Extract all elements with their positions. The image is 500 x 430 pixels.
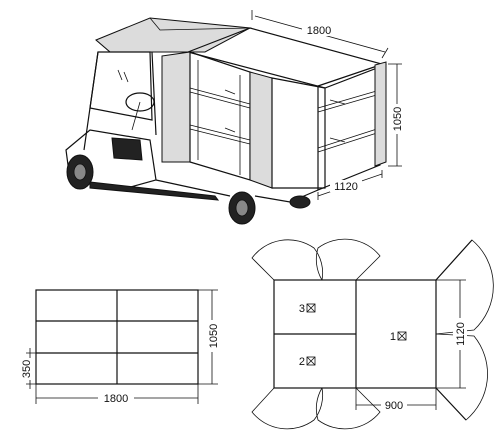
compartment-2: 2 <box>299 356 316 368</box>
iso-length-dimension: 1800 <box>307 25 331 37</box>
door-swing-top-middle <box>315 238 381 281</box>
door-swing-right-top <box>435 239 494 335</box>
cargo-box-middle-door <box>249 71 273 189</box>
cargo-box-front <box>189 51 251 181</box>
compartment-1-label: 1 <box>390 331 396 343</box>
front-height-dimension: 1050 <box>208 324 220 348</box>
compartment-2-box-icon <box>306 356 316 366</box>
cargo-box-rear <box>271 77 326 189</box>
door-swing-bottom-left <box>251 387 323 430</box>
compartment-3-label: 3 <box>299 303 305 315</box>
shelf-2 <box>189 124 251 145</box>
front-width-dimension: 1800 <box>104 393 128 405</box>
door-swing-top-left <box>251 239 323 281</box>
plan-view: 3 2 1 1120 900 <box>251 238 494 430</box>
door-swing-right-bottom <box>435 333 488 421</box>
door-swing-bottom-middle <box>315 387 381 430</box>
front-view: 1050 350 1800 <box>19 289 220 405</box>
plan-width-dimension: 1120 <box>455 322 467 346</box>
cargo-box-left-door <box>161 51 191 163</box>
compartment-1: 1 <box>390 331 407 343</box>
compartment-3: 3 <box>299 303 316 315</box>
compartment-3-box-icon <box>306 303 316 313</box>
cart-roof <box>95 17 252 53</box>
seat <box>111 137 143 161</box>
windshield <box>89 51 153 121</box>
steering-wheel <box>125 92 155 112</box>
compartment-1-box-icon <box>397 331 407 341</box>
plan-depth-dimension: 900 <box>385 400 403 412</box>
cart-isometric-view: 1800 1050 1120 <box>65 10 404 225</box>
iso-height-dimension: 1050 <box>392 107 404 131</box>
iso-width-dimension: 1120 <box>334 181 358 193</box>
compartment-2-label: 2 <box>299 356 305 368</box>
cargo-box-side <box>317 64 381 191</box>
shelf-1 <box>189 87 251 109</box>
front-shelf-spacing-dimension: 350 <box>21 360 33 378</box>
